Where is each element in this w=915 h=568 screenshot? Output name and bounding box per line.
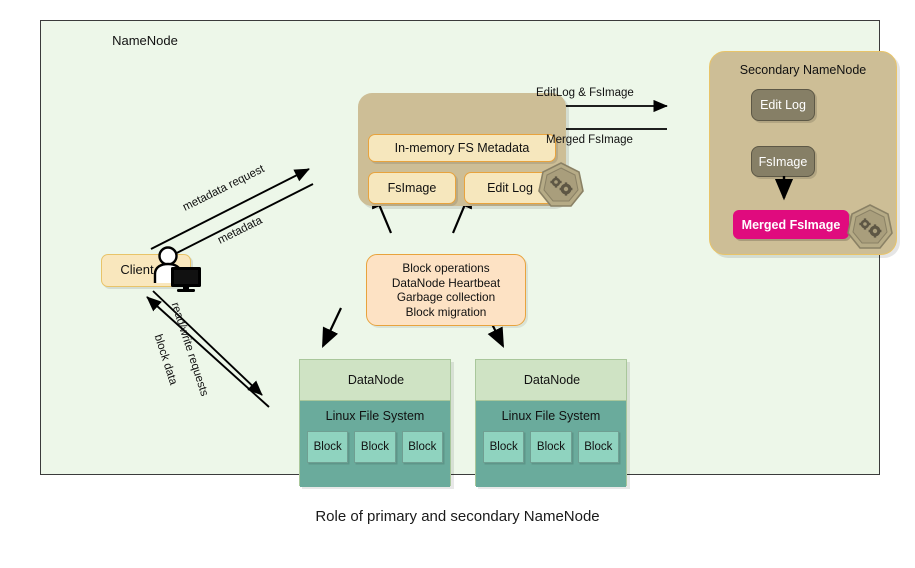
user-computer-icon xyxy=(153,246,201,292)
datanode-2-block-3: Block xyxy=(577,431,619,463)
secondary-editlog-box: Edit Log xyxy=(751,89,815,121)
datanode-1-block-3: Block xyxy=(401,431,443,463)
figure-caption: Role of primary and secondary NameNode xyxy=(315,508,600,525)
block-operations-line-3: Garbage collection xyxy=(396,290,496,304)
namenode-metadata-box: In-memory FS Metadata xyxy=(368,134,556,162)
secondary-fsimage-box: FsImage xyxy=(751,146,815,177)
datanode-1-block-2: Block xyxy=(354,431,396,463)
label-merged-fsimage: Merged FsImage xyxy=(546,134,633,146)
datanode-2-filesystem: Linux File System Block Block Block xyxy=(476,400,626,487)
gears-icon-secondary xyxy=(847,204,893,249)
secondary-merged-fsimage-box: Merged FsImage xyxy=(733,210,849,239)
arrows-layer xyxy=(146,99,668,408)
arrow-read-write-requests xyxy=(152,290,263,396)
secondary-namenode-title: Secondary NameNode xyxy=(739,63,867,77)
label-editlog-fsimage: EditLog & FsImage xyxy=(536,87,634,99)
block-operations-line-4: Block migration xyxy=(405,304,487,319)
namenode-title: NameNode xyxy=(112,33,178,48)
diagram-canvas: NameNode In-memory FS Metadata FsImage E… xyxy=(40,20,897,487)
datanode-1-filesystem: Linux File System Block Block Block xyxy=(300,400,450,487)
arrow-metadata xyxy=(152,183,314,266)
datanode-2-block-2: Block xyxy=(530,431,572,463)
client-label: Client xyxy=(120,262,154,277)
datanode-2-blocks: Block Block Block xyxy=(476,431,626,463)
datanode-1-block-1: Block xyxy=(307,431,349,463)
block-operations-box: Block operations DataNode Heartbeat Garb… xyxy=(366,254,526,326)
block-operations-line-1: Block operations xyxy=(402,261,490,275)
datanode-1-filesystem-label: Linux File System xyxy=(325,409,425,423)
arrow-secondary-fsimage-to-merged xyxy=(774,176,794,201)
datanode-2-block-1: Block xyxy=(483,431,525,463)
datanode-1-title: DataNode xyxy=(347,373,405,387)
arrow-block-data xyxy=(146,296,270,408)
arrow-metadata-request xyxy=(150,168,310,250)
namenode-fsimage-box: FsImage xyxy=(368,172,456,204)
datanode-2: DataNode Linux File System Block Block B… xyxy=(475,359,627,487)
datanode-1-blocks: Block Block Block xyxy=(300,431,450,463)
arrow-blockops-to-datanode-left xyxy=(322,307,342,348)
datanode-2-filesystem-label: Linux File System xyxy=(501,409,601,423)
block-operations-line-2: DataNode Heartbeat xyxy=(391,275,501,290)
datanode-1: DataNode Linux File System Block Block B… xyxy=(299,359,451,487)
gears-icon xyxy=(538,162,584,207)
datanode-2-title: DataNode xyxy=(523,373,581,387)
